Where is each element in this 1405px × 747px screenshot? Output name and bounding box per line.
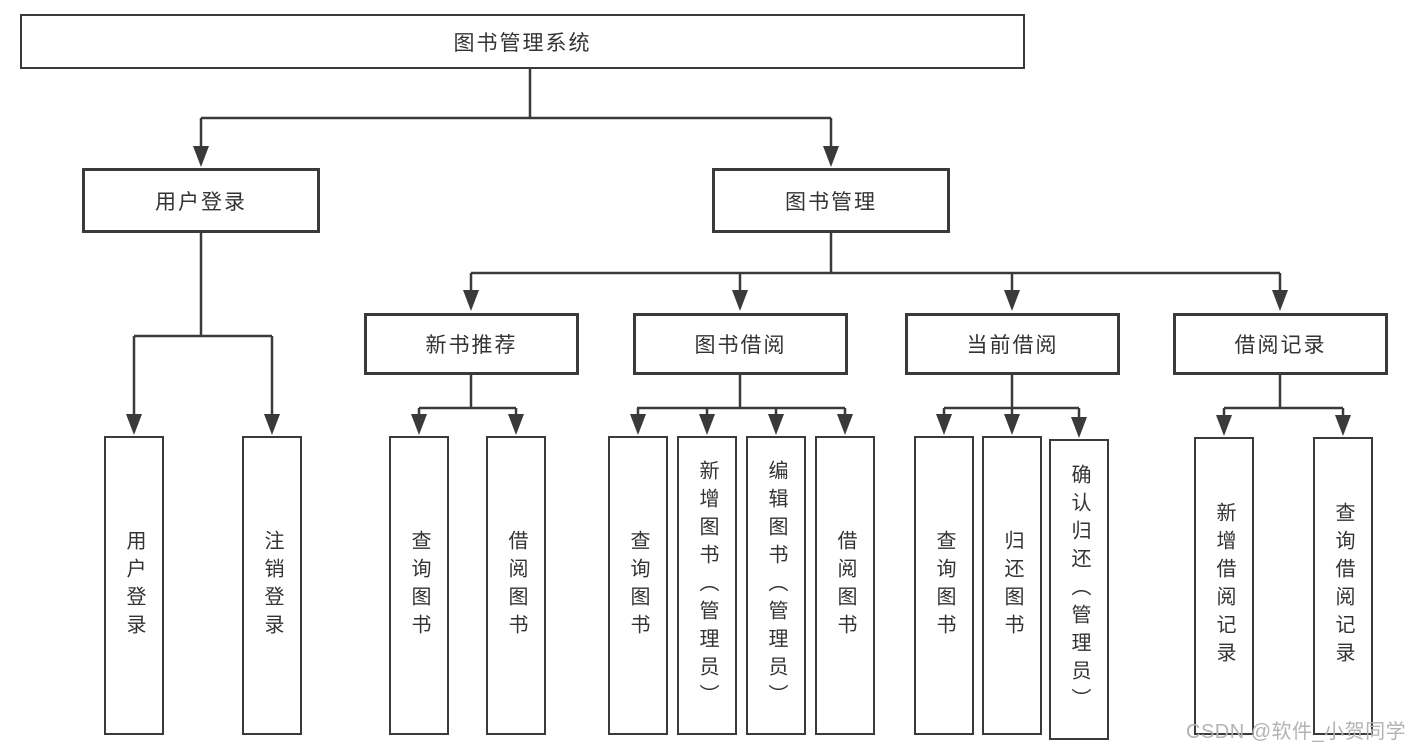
node-leaf-rec-query-books-label: 查询图书 <box>408 529 430 642</box>
node-current-borrow: 当前借阅 <box>905 313 1120 375</box>
arrowhead-group <box>126 146 1351 438</box>
node-book-management-label: 图书管理 <box>785 190 877 214</box>
node-leaf-br-add-record: 新增借阅记录 <box>1194 437 1254 735</box>
node-book-borrow-label: 图书借阅 <box>694 334 787 357</box>
node-root-system: 图书管理系统 <box>20 14 1025 69</box>
node-leaf-rec-borrow-books: 借阅图书 <box>486 436 546 735</box>
node-user-login: 用户登录 <box>82 168 320 233</box>
node-leaf-logout-action-label: 注销登录 <box>261 529 283 642</box>
node-leaf-bb-add-books-label: 新增图书（管理员） <box>696 459 718 712</box>
node-leaf-rec-borrow-books-label: 借阅图书 <box>505 529 527 642</box>
node-root-system-label: 图书管理系统 <box>453 31 592 55</box>
node-leaf-br-query-record: 查询借阅记录 <box>1313 437 1373 735</box>
node-leaf-user-login-action-label: 用户登录 <box>123 529 145 642</box>
node-leaf-bb-add-books: 新增图书（管理员） <box>677 436 737 735</box>
node-leaf-user-login-action: 用户登录 <box>104 436 164 735</box>
node-current-borrow-label: 当前借阅 <box>966 334 1059 357</box>
node-leaf-cb-return-books-label: 归还图书 <box>1001 529 1023 642</box>
node-borrow-record-label: 借阅记录 <box>1234 334 1327 357</box>
node-leaf-br-add-record-label: 新增借阅记录 <box>1213 502 1235 670</box>
node-leaf-br-query-record-label: 查询借阅记录 <box>1332 502 1354 670</box>
node-leaf-cb-query-books-label: 查询图书 <box>933 529 955 642</box>
csdn-watermark: CSDN @软件_小贺同学 <box>1186 721 1405 743</box>
node-book-borrow: 图书借阅 <box>633 313 848 375</box>
node-leaf-cb-confirm-return-label: 确认归还（管理员） <box>1068 463 1090 716</box>
node-leaf-logout-action: 注销登录 <box>242 436 302 735</box>
node-leaf-bb-edit-books: 编辑图书（管理员） <box>746 436 806 735</box>
node-leaf-bb-query-books-label: 查询图书 <box>627 529 649 642</box>
node-borrow-record: 借阅记录 <box>1173 313 1388 375</box>
node-leaf-bb-edit-books-label: 编辑图书（管理员） <box>765 459 787 712</box>
node-leaf-rec-query-books: 查询图书 <box>389 436 449 735</box>
node-new-book-recommend: 新书推荐 <box>364 313 579 375</box>
node-leaf-cb-return-books: 归还图书 <box>982 436 1042 735</box>
node-new-book-recommend-label: 新书推荐 <box>425 334 518 357</box>
node-leaf-cb-confirm-return: 确认归还（管理员） <box>1049 439 1109 740</box>
node-user-login-label: 用户登录 <box>155 190 247 214</box>
node-leaf-bb-borrow-books-label: 借阅图书 <box>834 529 856 642</box>
node-leaf-cb-query-books: 查询图书 <box>914 436 974 735</box>
node-leaf-bb-borrow-books: 借阅图书 <box>815 436 875 735</box>
node-book-management: 图书管理 <box>712 168 950 233</box>
node-leaf-bb-query-books: 查询图书 <box>608 436 668 735</box>
